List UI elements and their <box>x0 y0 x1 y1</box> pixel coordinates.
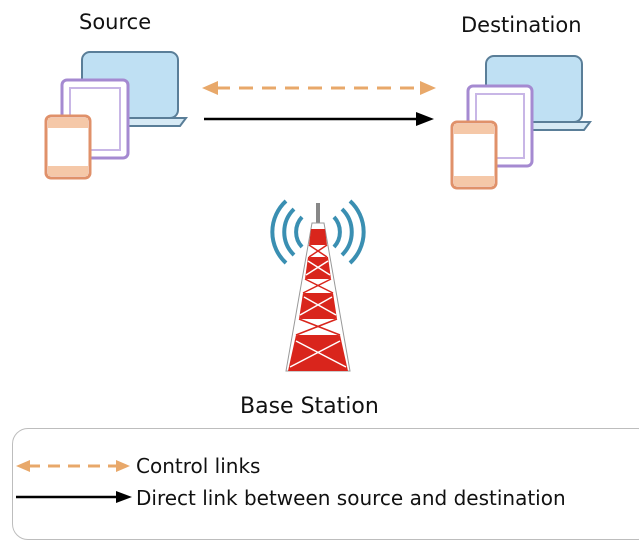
legend-direct-link-label: Direct link between source and destinati… <box>136 486 566 510</box>
source-label: Source <box>79 10 152 34</box>
source-devices-icon <box>44 51 188 180</box>
legend-control-links-label: Control links <box>136 454 261 478</box>
legend-control-link-arrow <box>16 460 130 472</box>
destination-label: Destination <box>461 13 582 37</box>
base-station-label: Base Station <box>240 394 379 419</box>
direct-link-arrow <box>204 112 434 126</box>
control-link-arrow <box>202 81 436 95</box>
legend <box>12 428 639 540</box>
base-station-tower-icon <box>270 199 366 372</box>
destination-devices-icon <box>450 55 592 190</box>
legend-direct-link-arrow <box>16 491 132 503</box>
